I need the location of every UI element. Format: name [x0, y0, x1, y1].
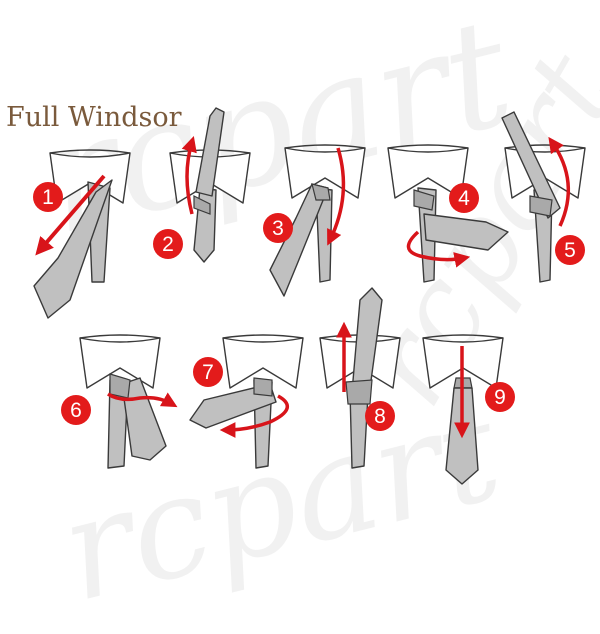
step-badge-2: 2	[162, 233, 174, 256]
diagram-title: Full Windsor	[6, 102, 182, 133]
step-badge-4: 4	[458, 187, 470, 210]
step-5: 5	[501, 111, 586, 283]
step-badge-5: 5	[564, 239, 576, 262]
diagram-stage: rcpart rcpart rcpart Full Windsor 1	[6, 0, 600, 634]
step-2: 2	[153, 107, 251, 263]
step-3: 3	[263, 144, 366, 297]
step-badge-1: 1	[42, 186, 54, 209]
step-badge-8: 8	[374, 405, 386, 428]
step-6: 6	[61, 334, 178, 469]
step-badge-7: 7	[202, 361, 214, 384]
step-badge-3: 3	[272, 217, 284, 240]
step-1: 1	[33, 149, 131, 319]
step-4: 4	[387, 144, 509, 283]
step-badge-9: 9	[494, 386, 506, 409]
step-badge-6: 6	[70, 399, 82, 422]
tie-steps-illustration: 1 2 3 4	[33, 107, 586, 485]
step-9: 9	[422, 334, 515, 485]
step-8: 8	[319, 287, 401, 469]
step-7: 7	[189, 334, 304, 469]
